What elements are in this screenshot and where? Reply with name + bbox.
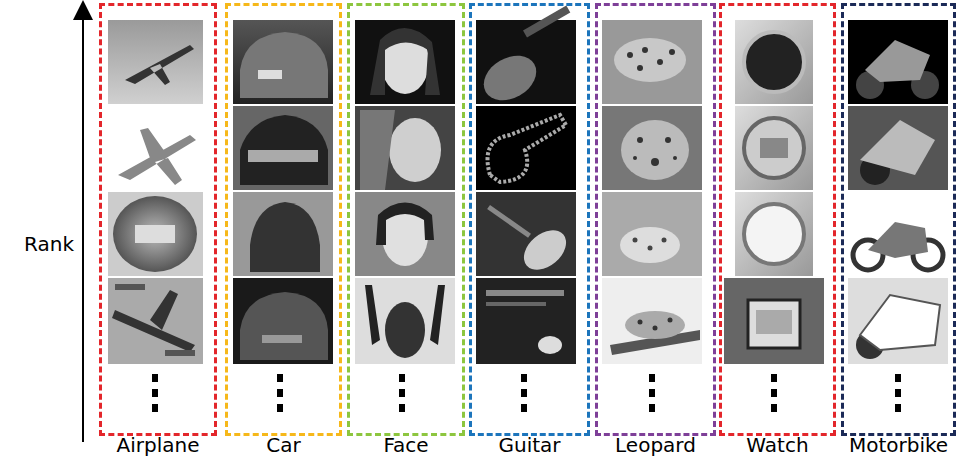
category-label: Car [266, 434, 300, 456]
category-label: Airplane [117, 434, 200, 456]
motorbike-images [848, 20, 948, 364]
guitar-images [476, 6, 576, 364]
category-box: Leopard [595, 3, 716, 436]
watch-images [724, 20, 824, 364]
category-label: Watch [746, 434, 808, 456]
leopard-images [602, 20, 702, 364]
category-box: Motorbike [841, 3, 956, 436]
axis-label: Rank [24, 233, 74, 255]
category-label: Face [383, 434, 428, 456]
category-box: Airplane [99, 3, 217, 436]
category-label: Motorbike [849, 434, 948, 456]
category-box: Face [347, 3, 465, 436]
airplane-images [108, 20, 203, 364]
continuation-dots [152, 374, 901, 412]
car-images [233, 20, 333, 364]
category-box: Car [225, 3, 342, 436]
category-box: Guitar [469, 3, 590, 436]
category-label: Leopard [615, 434, 696, 456]
category-label: Guitar [498, 434, 560, 456]
category-box: Watch [719, 3, 836, 436]
rank-arrow [82, 10, 84, 442]
face-images [355, 20, 455, 364]
